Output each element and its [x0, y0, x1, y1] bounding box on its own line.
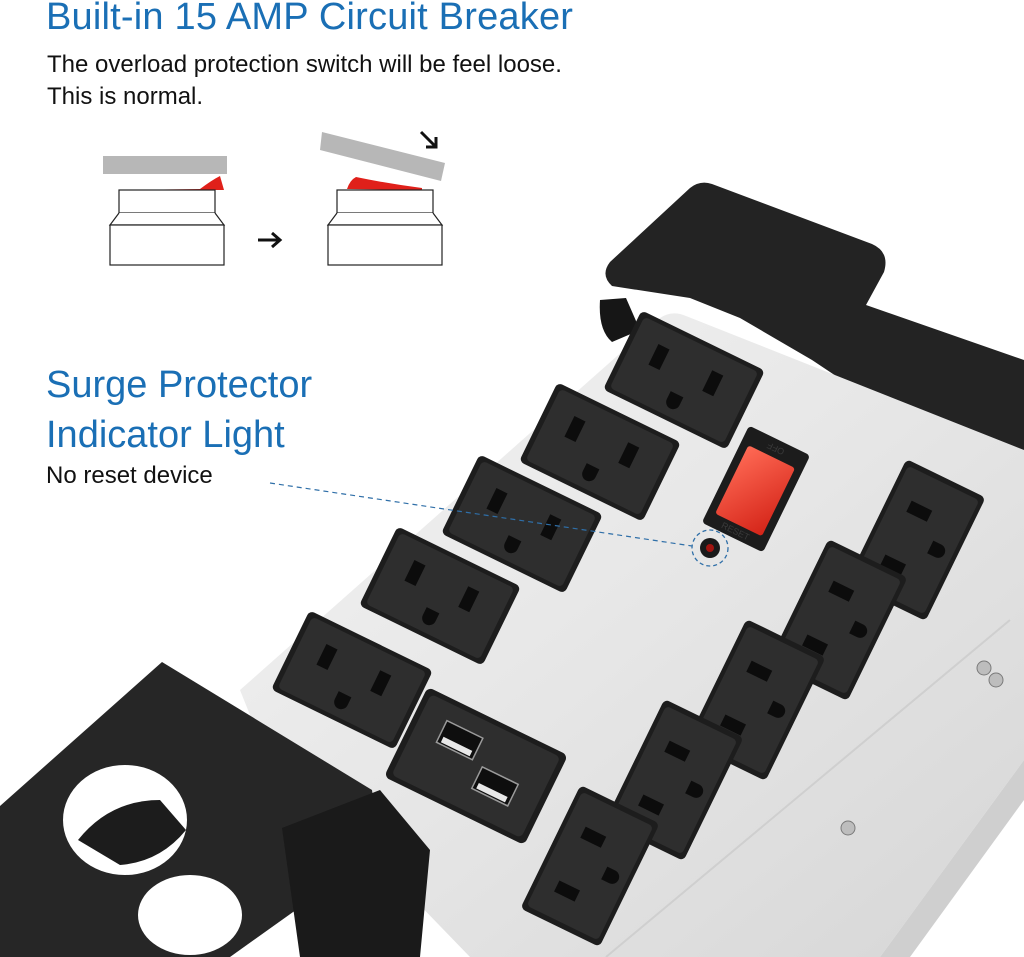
right-arrow-icon [258, 231, 283, 249]
bottom-mounting-bracket [0, 662, 430, 957]
indicator-title-line-1: Surge Protector [46, 364, 313, 406]
breaker-diagram-pressed [103, 156, 227, 266]
description-line-2: This is normal. [47, 83, 204, 110]
top-mounting-bracket [599, 182, 1024, 470]
usb-port-2 [470, 765, 520, 807]
breaker-diagram-released [320, 132, 445, 266]
description-line-1: The overload protection switch will be f… [47, 51, 562, 78]
usb-port-1 [435, 719, 484, 761]
indicator-subtitle: No reset device [46, 462, 213, 489]
usb-port-module [385, 688, 567, 844]
indicator-callout-line [269, 482, 693, 547]
press-down-arrow-icon [419, 130, 438, 149]
indicator-title: Surge Protector Indicator Light [46, 360, 312, 460]
surge-indicator-light [691, 529, 729, 567]
screws [840, 660, 1004, 836]
circuit-breaker-title: Built-in 15 AMP Circuit Breaker [46, 0, 574, 38]
circuit-breaker-description: The overload protection switch will be f… [47, 49, 562, 113]
indicator-title-line-2: Indicator Light [46, 414, 285, 456]
